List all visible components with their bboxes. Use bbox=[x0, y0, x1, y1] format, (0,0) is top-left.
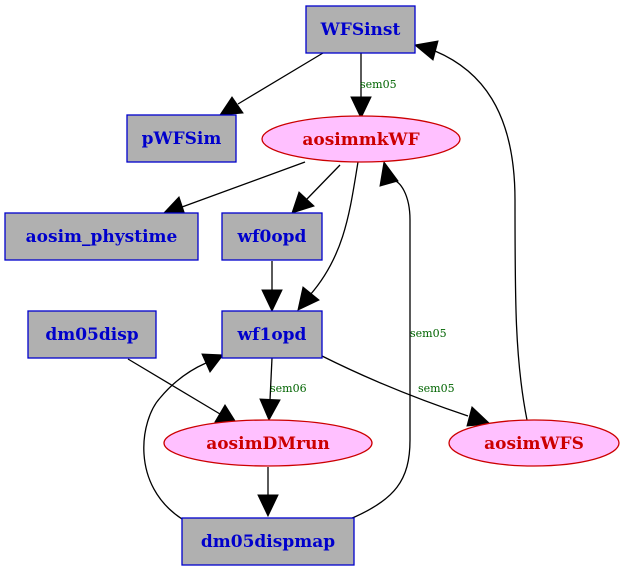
edge-labels: sem05 sem05 sem06 sem05 bbox=[270, 78, 455, 395]
node-wf1opd[interactable]: wf1opd bbox=[221, 310, 323, 359]
edge-dm05disp-aosimdmrun bbox=[127, 358, 221, 415]
node-label-pwfsim: pWFSim bbox=[142, 129, 222, 149]
node-label-aosimmkwf: aosimmkWF bbox=[302, 130, 419, 150]
edge-aosimmkwf-wf0opd bbox=[306, 164, 341, 200]
arrowhead-wf1opd-from-aosimmkwf bbox=[297, 286, 320, 311]
nodes: WFSinst pWFSim aosimmkWF aosim_phystime … bbox=[4, 5, 620, 566]
node-box-wf0opd bbox=[221, 212, 323, 261]
node-dm05disp[interactable]: dm05disp bbox=[27, 310, 157, 359]
edge-dm05dispmap-aosimmkwf bbox=[349, 179, 411, 520]
node-label-dm05dispmap: dm05dispmap bbox=[201, 532, 335, 552]
node-label-dm05disp: dm05disp bbox=[45, 325, 138, 345]
arrowhead-wfsinst bbox=[413, 40, 439, 61]
node-ellipse-aosimdmrun bbox=[163, 419, 373, 467]
arrowhead-wf1opd-from-wf0opd bbox=[261, 289, 283, 313]
arrowhead-pwfsim bbox=[219, 96, 244, 116]
node-box-dm05dispmap bbox=[181, 517, 355, 566]
arrowhead-aosimwfs bbox=[466, 406, 492, 427]
arrowhead-wf0opd bbox=[291, 191, 315, 214]
arrowhead-phystime bbox=[161, 196, 186, 216]
node-dm05dispmap[interactable]: dm05dispmap bbox=[181, 517, 355, 566]
edges bbox=[127, 40, 528, 520]
arrowhead-dm05dispmap bbox=[257, 494, 279, 518]
node-label-aosimwfs: aosimWFS bbox=[484, 434, 584, 454]
node-label-aosimdmrun: aosimDMrun bbox=[206, 434, 330, 454]
node-ellipse-aosimmkwf bbox=[261, 115, 461, 163]
node-label-aosim-phystime: aosim_phystime bbox=[26, 227, 178, 247]
node-wfsinst[interactable]: WFSinst bbox=[305, 5, 416, 54]
node-box-wfsinst bbox=[305, 5, 416, 54]
arrowhead-aosimmkwf-from-dm05dispmap bbox=[379, 160, 399, 187]
node-ellipse-aosimwfs bbox=[448, 419, 620, 467]
edge-aosimmkwf-wf1opd bbox=[309, 161, 359, 296]
edge-wf1opd-aosimdmrun bbox=[269, 357, 273, 401]
edge-aosimwfs-wfsinst bbox=[434, 50, 528, 421]
node-box-aosim-phystime bbox=[4, 212, 199, 261]
edge-dm05dispmap-wf1opd bbox=[143, 362, 207, 520]
edge-label-wf1opd-aosimwfs: sem05 bbox=[418, 382, 455, 395]
edge-wf1opd-aosimwfs bbox=[321, 355, 469, 417]
node-pwfsim[interactable]: pWFSim bbox=[126, 114, 237, 163]
node-box-dm05disp bbox=[27, 310, 157, 359]
edge-label-dm05dispmap-aosimmkwf: sem05 bbox=[410, 327, 447, 340]
node-box-pwfsim bbox=[126, 114, 237, 163]
arrowhead-aosimmkwf-from-wfsinst bbox=[350, 96, 372, 120]
node-wf0opd[interactable]: wf0opd bbox=[221, 212, 323, 261]
edge-label-wfsinst-aosimmkwf: sem05 bbox=[360, 78, 397, 91]
node-label-wf0opd: wf0opd bbox=[237, 227, 307, 247]
node-label-wf1opd: wf1opd bbox=[237, 325, 307, 345]
node-box-wf1opd bbox=[221, 310, 323, 359]
node-aosim-phystime[interactable]: aosim_phystime bbox=[4, 212, 199, 261]
arrowhead-wf1opd-from-dm05dispmap bbox=[201, 353, 224, 373]
node-aosimwfs[interactable]: aosimWFS bbox=[448, 419, 620, 467]
edge-label-wf1opd-aosimdmrun: sem06 bbox=[270, 382, 307, 395]
arrowhead-aosimdmrun-from-wf1opd bbox=[259, 398, 281, 422]
node-aosimmkwf[interactable]: aosimmkWF bbox=[261, 115, 461, 163]
node-aosimdmrun[interactable]: aosimDMrun bbox=[163, 419, 373, 467]
edge-aosimmkwf-phystime bbox=[181, 161, 306, 208]
edge-wfsinst-pwfsim bbox=[237, 52, 324, 105]
node-label-wfsinst: WFSinst bbox=[320, 20, 401, 40]
